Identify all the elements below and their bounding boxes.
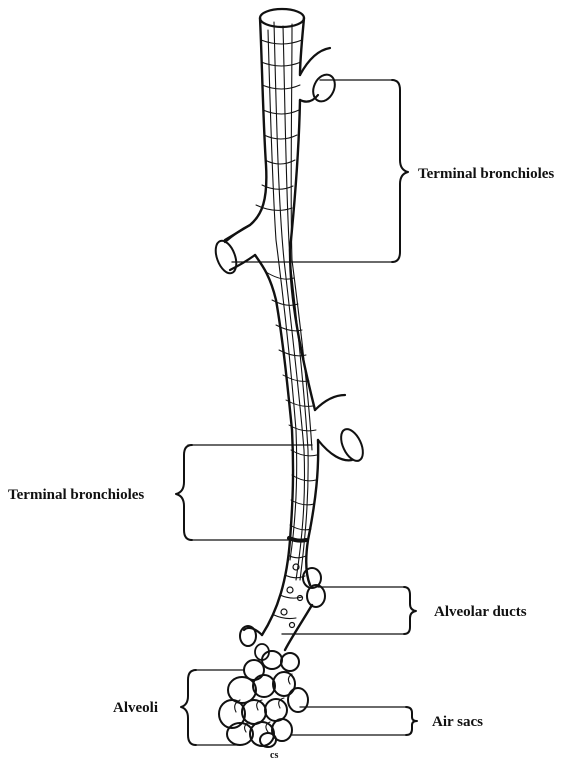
bracket-air-sacs xyxy=(292,707,417,735)
alveoli-cluster xyxy=(219,651,308,747)
bracket-alveolar-ducts xyxy=(282,587,416,634)
bracket-terminal-upper xyxy=(232,80,408,262)
label-air-sacs: Air sacs xyxy=(432,714,483,730)
artist-signature: cs xyxy=(270,750,278,761)
bronchiole-tube xyxy=(212,9,368,650)
label-terminal-bronchioles-lower: Terminal bronchioles xyxy=(8,487,144,503)
label-alveoli: Alveoli xyxy=(113,700,158,716)
label-terminal-bronchioles-upper: Terminal bronchioles xyxy=(418,166,554,182)
label-alveolar-ducts: Alveolar ducts xyxy=(434,604,527,620)
